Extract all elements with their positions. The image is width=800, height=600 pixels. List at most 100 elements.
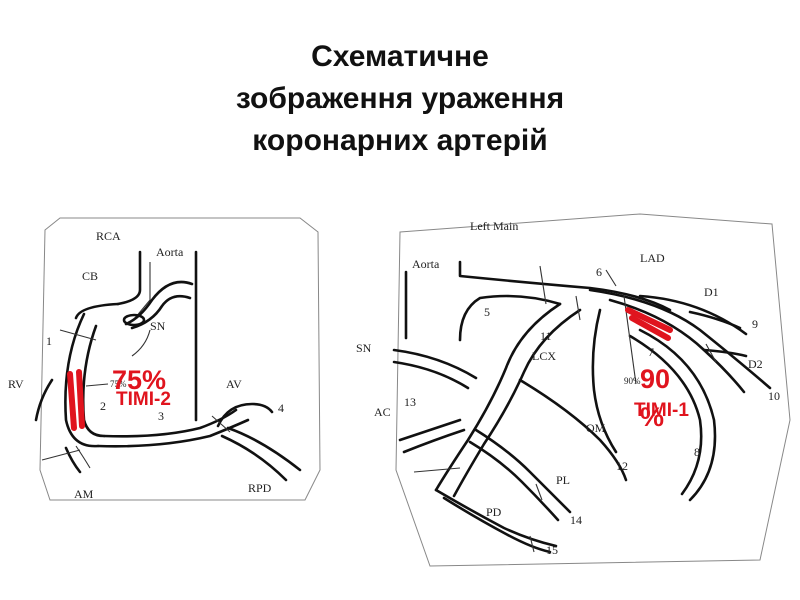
label-seg1: 1	[46, 334, 52, 348]
rca-proximal-inner	[81, 324, 106, 438]
label-rca-small-percent: 75%	[110, 379, 127, 389]
label-sn-rca: SN	[150, 319, 166, 333]
rv-branch	[34, 378, 54, 422]
seg9-branch	[688, 310, 742, 330]
om-branch	[518, 378, 628, 482]
label-seg5: 5	[484, 305, 490, 319]
label-left-main: Left Main	[470, 219, 518, 233]
label-seg14: 14	[570, 513, 582, 527]
left-tick-6	[413, 467, 461, 473]
label-ac: AC	[374, 405, 391, 419]
left-coronary-diagram: Left Main Aorta LAD 6 D1 5 9 11 SN LCX 7…	[356, 213, 791, 567]
label-pl: PL	[556, 473, 570, 487]
cb-branch	[74, 302, 120, 320]
seg5-loop	[458, 294, 562, 342]
left-tick-1	[539, 265, 547, 305]
lad-distal-inner	[628, 334, 703, 496]
rca-lesion-highlight-2	[76, 369, 85, 429]
sn-branch-left	[392, 348, 478, 380]
left-tick-3	[605, 269, 617, 287]
label-om: OM	[586, 421, 606, 435]
lad-lesion-percent: 90	[640, 364, 670, 394]
label-seg15: 15	[546, 543, 558, 557]
ac-branch	[398, 418, 462, 442]
am-branch-thin	[75, 445, 91, 469]
label-rv: RV	[8, 377, 24, 391]
label-d2: D2	[748, 357, 763, 371]
left-tick-2	[575, 295, 581, 321]
rca-tick-3	[211, 415, 231, 433]
left-tick-7	[535, 483, 543, 501]
label-seg10: 10	[768, 389, 780, 403]
label-aorta-rca: Aorta	[156, 245, 184, 259]
slide-title: Схематичне зображення ураження коронарни…	[0, 36, 800, 162]
label-am: AM	[74, 487, 94, 501]
rpd-branch	[226, 426, 302, 472]
left-tick-5	[705, 343, 717, 363]
lcx-main	[434, 302, 562, 492]
label-aorta-left: Aorta	[412, 257, 440, 271]
label-av: AV	[226, 377, 242, 391]
left-tick-8	[529, 535, 535, 553]
d2-branch	[702, 348, 748, 358]
lad-outer	[588, 288, 772, 390]
rca-sn-origin	[122, 313, 146, 327]
lad-lesion-highlight	[625, 307, 673, 333]
rca-tick-1	[59, 329, 97, 341]
seg12-branch	[591, 308, 618, 454]
rca-lesion-percent: 75%	[112, 365, 166, 395]
rca-distal-inner	[102, 408, 238, 438]
rca-distal-outer	[96, 418, 250, 448]
label-seg9: 9	[752, 317, 758, 331]
rca-aorta-wall-left	[116, 250, 142, 306]
rca-diagram: RCA Aorta CB SN 1 RV 2 3 AV 4 AM RPD 75%…	[8, 217, 321, 501]
title-line-1: Схематичне	[311, 40, 489, 73]
left-main	[458, 260, 672, 312]
lad-inner	[608, 298, 746, 394]
label-seg4: 4	[278, 401, 284, 415]
lad-distal-outer	[638, 328, 717, 502]
pd-branch	[434, 488, 558, 548]
label-seg8: 8	[694, 445, 700, 459]
ac-branch-inner	[402, 428, 466, 454]
sn-branch-left-inner	[392, 360, 470, 390]
label-seg12: 12	[616, 459, 628, 473]
label-pd: PD	[486, 505, 502, 519]
label-seg13: 13	[404, 395, 416, 409]
pl-branch-inner	[468, 440, 560, 522]
label-lcx: LCX	[532, 349, 556, 363]
rca-tick-2	[41, 449, 81, 461]
rca-lesion-highlight	[67, 371, 77, 431]
label-d1: D1	[704, 285, 719, 299]
lad-lesion-timi: TIMI-1	[634, 400, 689, 421]
left-outline	[395, 213, 791, 567]
title-line-3: коронарних артерій	[252, 124, 548, 157]
sn-branch	[131, 329, 151, 357]
rca-lesion-pointer	[85, 383, 109, 387]
label-sn-left: SN	[356, 341, 372, 355]
label-seg6: 6	[596, 265, 602, 279]
rca-lesion-timi: TIMI-2	[116, 389, 171, 410]
lad-lesion-highlight-2	[629, 315, 671, 341]
label-seg7: 7	[648, 345, 654, 359]
lad-lesion-percent-sign: %	[640, 402, 664, 432]
rpd-branch-lower	[220, 434, 288, 482]
lcx-inner	[452, 308, 582, 498]
label-lad: LAD	[640, 251, 665, 265]
am-branch	[64, 446, 82, 474]
av-branch	[216, 402, 274, 428]
rca-outline	[39, 217, 321, 501]
rca-aorta-thin	[134, 262, 151, 319]
label-rpd: RPD	[248, 481, 272, 495]
pl-branch	[474, 428, 572, 514]
label-seg11: 11	[540, 329, 552, 343]
title-line-2: зображення ураження	[235, 82, 565, 115]
label-rca: RCA	[96, 229, 121, 243]
rca-ostium	[124, 280, 194, 326]
label-left-small-percent: 90%	[624, 376, 641, 386]
label-seg3: 3	[158, 409, 164, 423]
rca-proximal-outer	[64, 312, 100, 448]
label-seg2: 2	[100, 399, 106, 413]
pd-branch-inner	[442, 496, 552, 554]
